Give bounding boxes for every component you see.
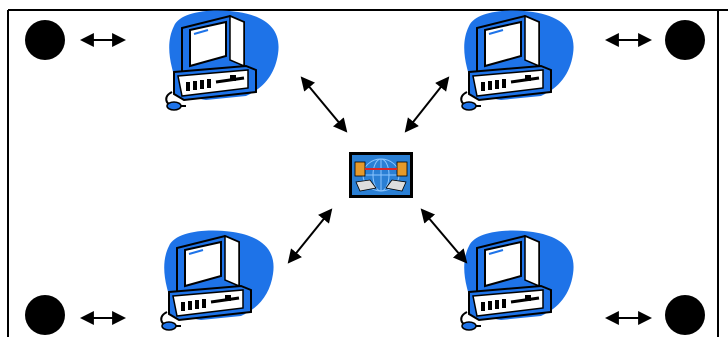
arrow-top-right-hub — [404, 76, 450, 133]
arrow-bottom-right-hub — [420, 208, 468, 264]
dot-bottom-right — [665, 295, 705, 335]
computer-top-left — [164, 9, 281, 112]
arrow-bottom-left-hub — [287, 208, 333, 264]
computer-top-right — [459, 9, 576, 112]
computer-bottom-left — [159, 229, 276, 332]
computer-bottom-right — [459, 229, 576, 332]
network-hub-icon — [349, 152, 413, 198]
dot-top-left — [25, 20, 65, 60]
arrow-top-left-hub — [300, 76, 348, 133]
dot-top-right — [665, 20, 705, 60]
dot-bottom-left — [25, 295, 65, 335]
